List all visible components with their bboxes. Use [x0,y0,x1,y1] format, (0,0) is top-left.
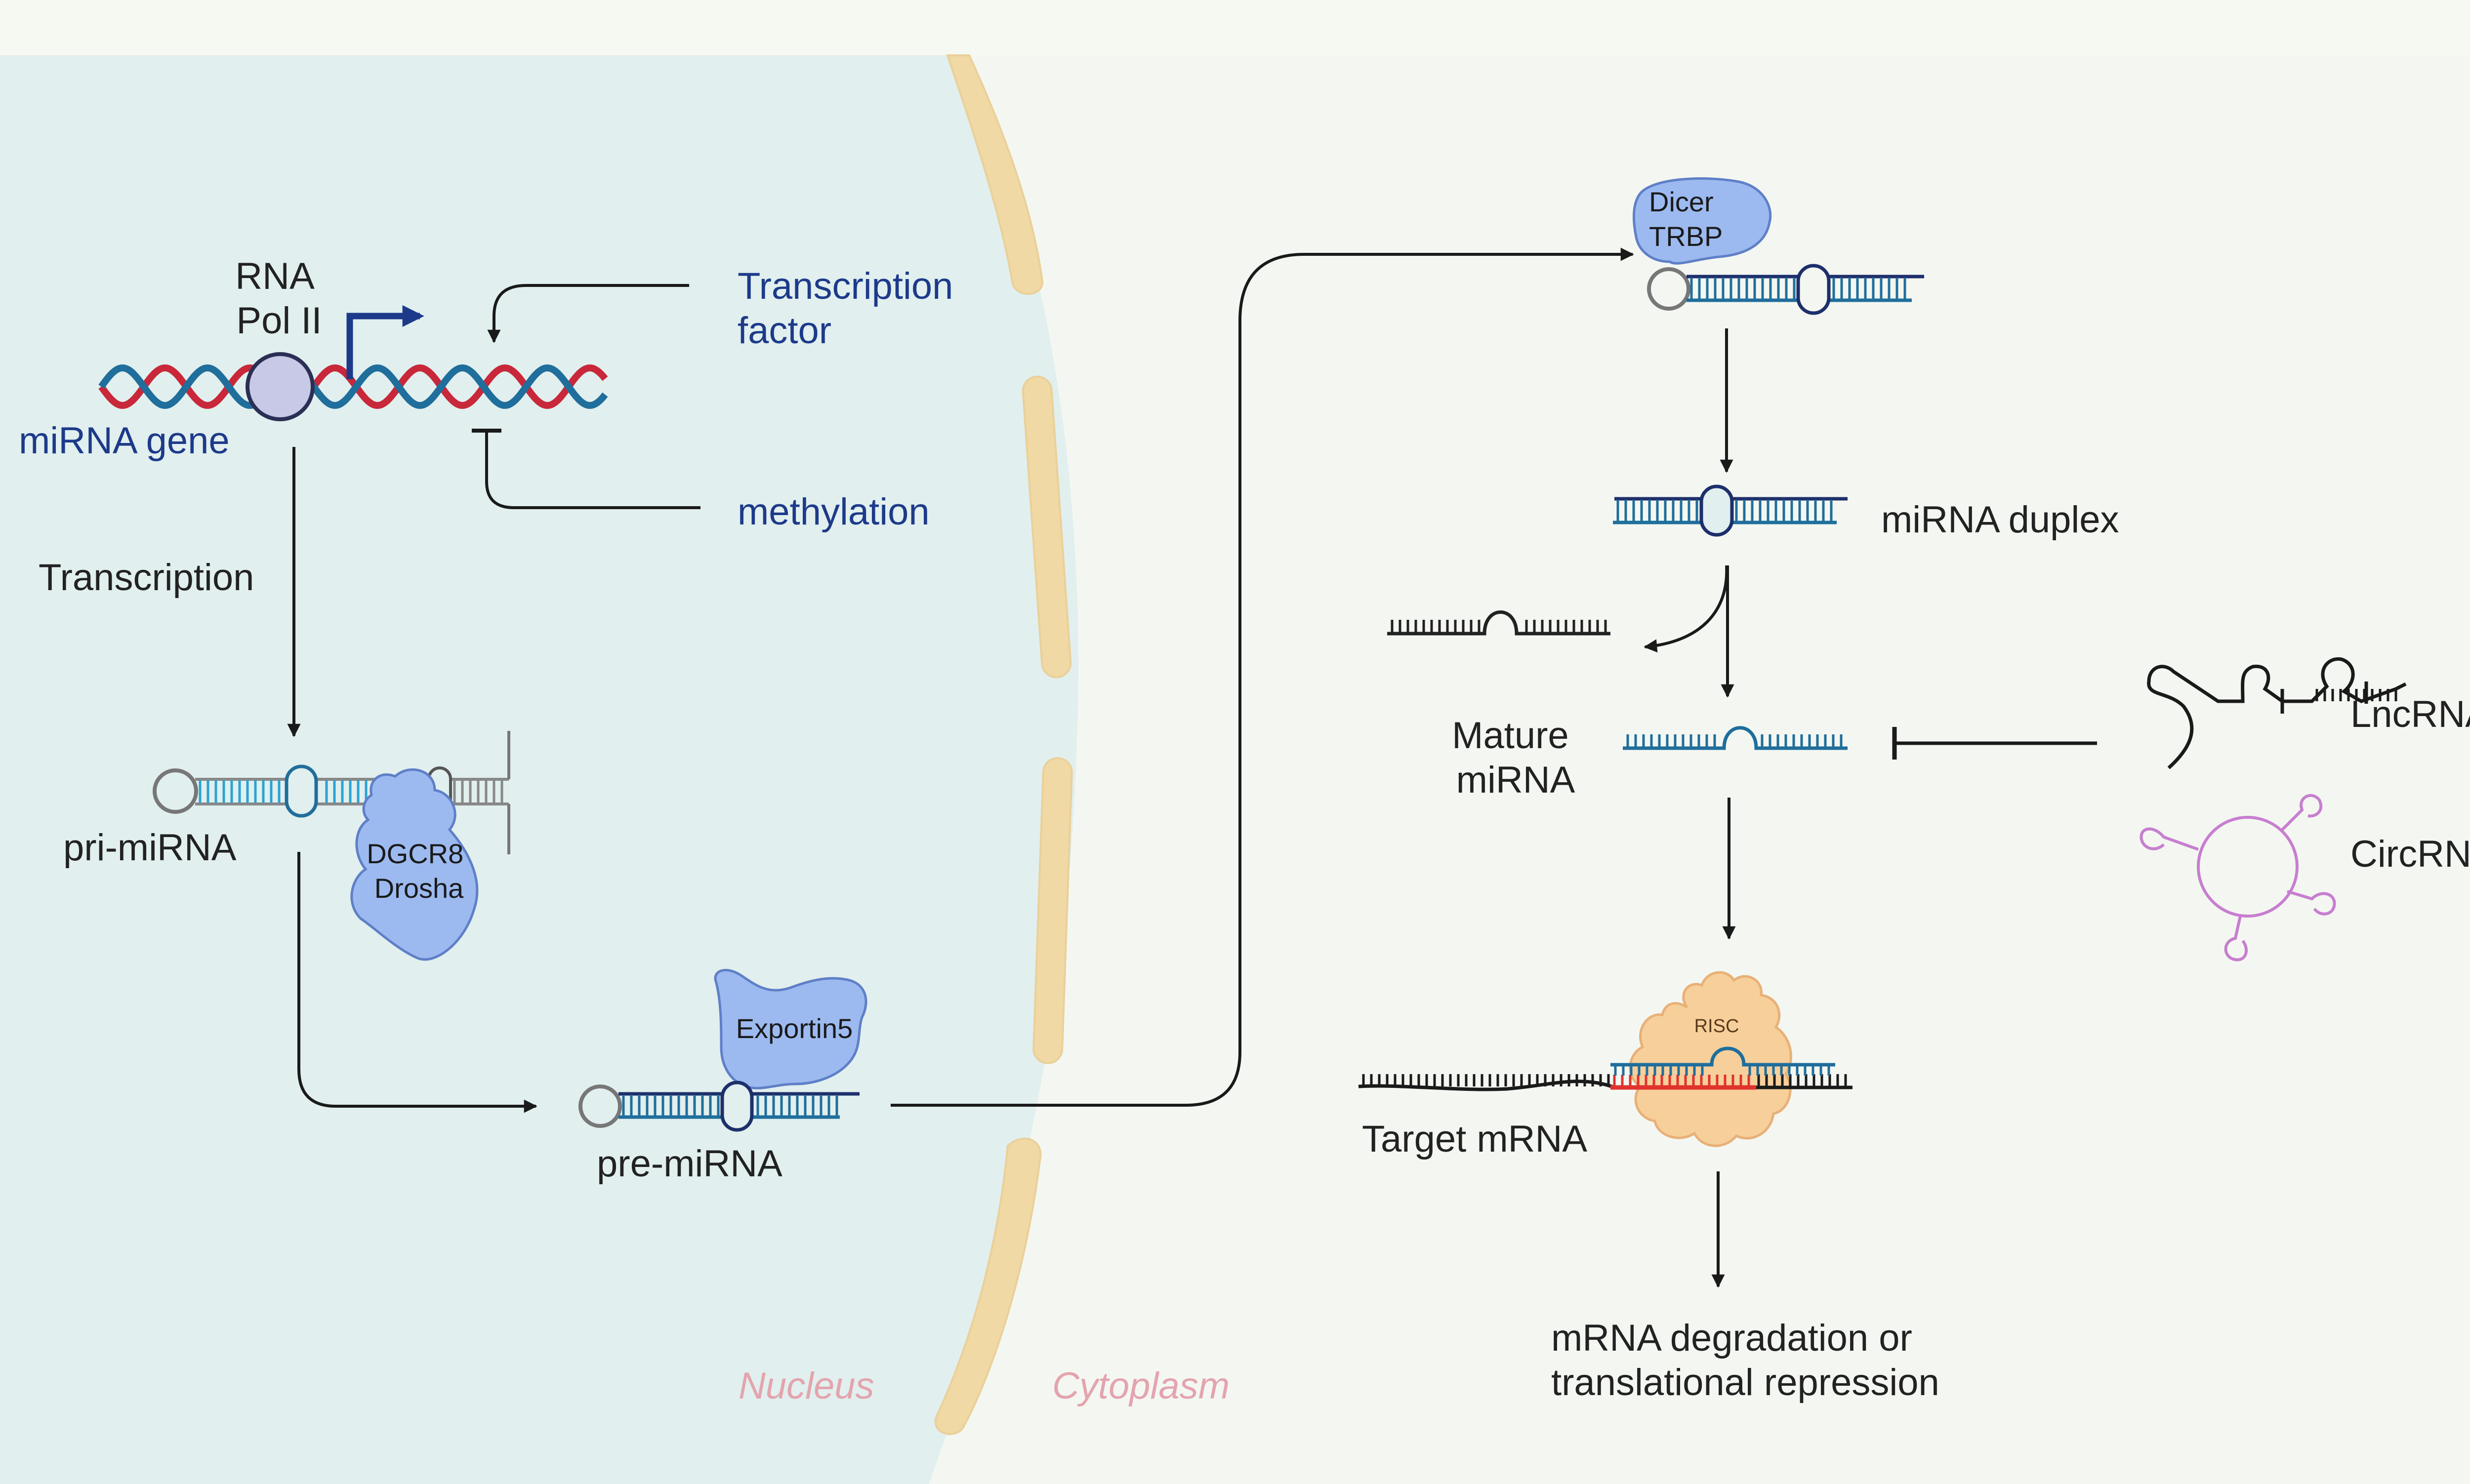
circrna-label: CircRNA [2350,833,2470,875]
risc-protein [1629,971,1792,1147]
dna-helix [98,364,608,409]
circrna-icon [2140,794,2336,962]
lncrna-label: LncRNA [2350,693,2470,735]
nuclear-export-arrow [891,247,1634,1107]
cytoplasm-label: Cytoplasm [1052,1365,1230,1407]
processing-arrow [297,852,537,1113]
target-mrna-label: Target mRNA [1362,1118,1587,1160]
dgcr8-drosha-label: DGCR8 Drosha [367,838,471,904]
mirna-gene-label: miRNA gene [19,420,230,462]
methylation-inhibition-line [485,431,700,509]
mirna-duplex-icon [1613,484,1848,537]
top-band [0,0,2470,55]
dna-strand-blue [98,364,608,409]
transcription-factor-label: Transcription factor [738,265,964,352]
rna-pol-ii-icon [246,352,315,421]
risc-label: RISC [1694,1016,1739,1037]
dgcr8-drosha-protein [350,768,479,961]
dicer-trbp-label: Dicer TRBP [1649,186,1723,252]
exportin5-label: Exportin5 [736,1013,853,1044]
transcription-label: Transcription [39,557,254,599]
nuclear-membrane [934,54,1073,1435]
mirna-duplex-label: miRNA duplex [1881,499,2119,541]
passenger-strand-icon [1387,610,1610,636]
pre-mirna-icon [578,1081,860,1132]
target-mrna-icon [1358,1046,1852,1091]
rna-pol-ii-label: RNA Pol II [235,255,323,342]
lncrna-icon [2147,657,2407,769]
mature-mirna-label: Mature miRNA [1452,715,1579,801]
dicer-trbp-protein [1632,177,1772,265]
methylation-label: methylation [738,491,930,533]
mature-mirna-icon [1623,726,1848,750]
exportin5-protein [714,968,867,1089]
passenger-strand-arrow [1644,565,1729,653]
pri-mirna-label: pri-miRNA [63,827,237,869]
nucleus-label: Nucleus [739,1365,874,1407]
outcome-label: mRNA degradation or translational repres… [1551,1317,1939,1404]
promoter-arrow-icon [346,305,424,379]
pre-mirna-label: pre-miRNA [597,1143,782,1185]
dicer-substrate-icon [1647,264,1924,315]
transcription-factor-arrow [487,284,689,343]
